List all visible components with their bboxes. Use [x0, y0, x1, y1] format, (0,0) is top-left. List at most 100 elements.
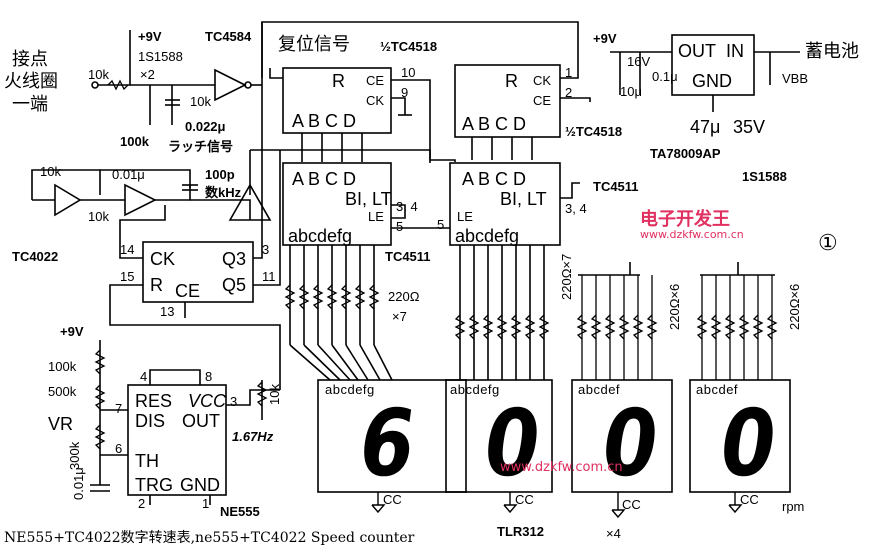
r100k-label: 100k — [120, 134, 149, 149]
decoder-right-outputs — [459, 245, 545, 380]
cap-47u-label: 47μ — [690, 117, 721, 137]
cc1-label: CC — [383, 492, 402, 507]
oscillator-inverter-1 — [54, 183, 82, 217]
plus9v-top-label: +9V — [138, 29, 162, 44]
x4-label: ×4 — [606, 526, 621, 541]
watermark-url: www.dzkfw.com.cn — [640, 228, 744, 241]
decoder-ic-left — [282, 162, 392, 246]
latch-signal-label: ラッチ信号 — [168, 139, 234, 154]
tc4022-ck-label: CK — [150, 249, 176, 269]
r10k-a-label: 10k — [88, 67, 109, 82]
figure-caption: NE555+TC4022数字转速表,ne555+TC4022 Speed cou… — [4, 530, 415, 546]
cc3-label: CC — [622, 497, 641, 512]
cap-001u-555-label: 0.01μ — [71, 467, 86, 500]
half-tc4518-top-label: ½TC4518 — [380, 39, 438, 54]
vbb-label: VBB — [782, 71, 809, 86]
diode-1s1588-label: 1S1588 — [138, 49, 183, 64]
cap-16v-label: 16V — [627, 54, 651, 69]
ne555-p4-label: 4 — [140, 369, 148, 384]
decoder-left-p5-label: 5 — [396, 219, 404, 234]
ne555-th-label: TH — [135, 451, 159, 471]
pin15-label: 15 — [120, 269, 135, 284]
ne555-p2-label: 2 — [138, 496, 146, 511]
counter-ic-left — [282, 67, 392, 134]
tc4022-r-label: R — [150, 275, 163, 295]
cc4-label: CC — [740, 492, 759, 507]
osc-100p-label: 100p — [205, 167, 235, 182]
tc4022-q5-label: Q5 — [222, 275, 247, 295]
watermark-url-center: www.dzkfw.com.cn — [500, 460, 623, 475]
ne555-dis-label: DIS — [135, 411, 166, 431]
ne555-p8-label: 8 — [205, 369, 213, 384]
display-3 — [571, 379, 673, 493]
counter-right-outputs — [471, 137, 533, 160]
diode-1s1588-b-label: 1S1588 — [742, 169, 787, 184]
v35-label: 35V — [733, 117, 766, 137]
tc4022-ic — [142, 241, 254, 303]
decoder-ic-right — [449, 162, 561, 246]
decoder-left-abcd-label: A B C D — [292, 169, 357, 189]
pin3-label: 3 — [262, 242, 270, 257]
pin10-label: 10 — [401, 65, 416, 80]
rpm-label: rpm — [782, 499, 805, 514]
freq-label: 1.67Hz — [232, 429, 274, 444]
r10k-b-label: 10k — [190, 94, 211, 109]
counter-left-outputs — [301, 133, 363, 162]
x2-label: ×2 — [140, 67, 155, 82]
cap-01u-label: 0.1μ — [652, 69, 678, 84]
tc4022-label: TC4022 — [12, 249, 59, 264]
tc4511-right-label: TC4511 — [593, 179, 639, 194]
ne555-p1-label: 1 — [202, 496, 210, 511]
figure-number: ① — [818, 230, 838, 255]
r220-label: 220Ω — [388, 289, 420, 304]
counter-right-ck-label: CK — [533, 73, 552, 88]
counter-right-r-label: R — [505, 71, 518, 91]
pin13-label: 13 — [160, 304, 175, 319]
pin11-label: 11 — [262, 269, 276, 284]
cap-0022-label: 0.022μ — [185, 119, 226, 134]
one-end-label: 一端 — [12, 94, 48, 114]
pin1-label: 1 — [565, 65, 573, 80]
display-4 — [689, 379, 791, 493]
reg-gnd-label: GND — [692, 71, 732, 91]
ne555-trg-label: TRG — [135, 475, 173, 495]
decoder-right-bilt-label: BI, LT — [500, 189, 547, 209]
counter-right-abcd-label: A B C D — [462, 114, 527, 134]
decoder-left-bilt-label: BI, LT — [345, 189, 392, 209]
ne555-p7-label: 7 — [115, 401, 123, 416]
ne555-gnd-label: GND — [180, 475, 220, 495]
osc-khz-label: 数kHz — [205, 185, 242, 200]
schmitt-inverter — [214, 68, 247, 102]
ne555-ic — [127, 384, 227, 496]
display-2 — [445, 379, 553, 493]
counter-ic-right — [454, 64, 561, 138]
decoder-right-outputs-label: abcdefg — [455, 226, 520, 246]
cap-10u-label: 10μ — [620, 84, 642, 99]
display-3-segments: abcdef — [578, 382, 621, 397]
ne555-out-label: OUT — [182, 411, 220, 431]
oscillator-inverter-2 — [124, 183, 157, 217]
counter-left-ce-label: CE — [366, 73, 385, 88]
ne555-res-label: RES — [135, 391, 173, 411]
ne555-p6-label: 6 — [115, 441, 123, 456]
decoder-right-le-label: LE — [457, 209, 473, 224]
reset-signal-label: 复位信号 — [278, 34, 350, 54]
ne555-label: NE555 — [220, 504, 260, 519]
decoder-right-p5-label: 5 — [437, 217, 445, 232]
x7-label: ×7 — [392, 309, 407, 324]
tc4022-q3-label: Q3 — [222, 249, 247, 269]
pin9-label: 9 — [401, 85, 409, 100]
pin14-label: 14 — [120, 242, 135, 257]
decoder-right-p34-label: 3, 4 — [565, 201, 587, 216]
half-tc4518-right-label: ½TC4518 — [565, 124, 623, 139]
counter-right-ce-label: CE — [533, 93, 552, 108]
r100k-555-label: 100k — [48, 359, 77, 374]
latch-line — [250, 149, 431, 163]
ta78009ap-label: TA78009AP — [650, 146, 721, 161]
resistor-array-left — [284, 284, 380, 310]
osc-10k-a-label: 10k — [40, 164, 61, 179]
pin2-label: 2 — [565, 85, 573, 100]
r10k-555-label: 10k — [267, 384, 282, 405]
cc2-label: CC — [515, 492, 534, 507]
osc-001u-label: 0.01μ — [112, 167, 145, 182]
